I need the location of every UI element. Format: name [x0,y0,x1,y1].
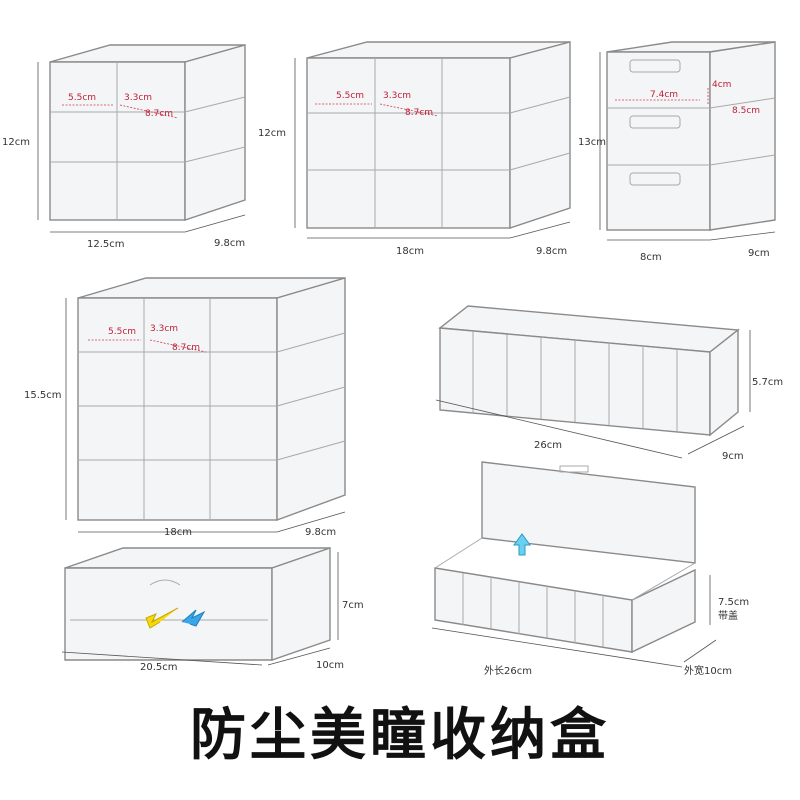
p6-height-label: 7cm [342,600,364,611]
p4-width-label: 18cm [164,527,192,538]
p2-depth-label: 9.8cm [536,246,567,257]
p1-inner-depth-label: 8.7cm [145,109,173,119]
p4-inner-height-label: 3.3cm [150,324,178,334]
p2-inner-width-label: 5.5cm [336,91,364,101]
p6-width-label: 20.5cm [140,662,178,673]
p3-inner-height-label: 4cm [712,80,731,90]
p4-inner-width-label: 5.5cm [108,327,136,337]
p1-width-label: 12.5cm [87,239,125,250]
p1-inner-width-label: 5.5cm [68,93,96,103]
p5-width-label: 26cm [534,440,562,451]
p6-depth-label: 10cm [316,660,344,671]
p2-width-label: 18cm [396,246,424,257]
product-drawer-2x3 [37,44,246,233]
p4-depth-label: 9.8cm [305,527,336,538]
p2-inner-height-label: 3.3cm [383,91,411,101]
arrow-yellow-icon [145,607,179,629]
p1-height-label: 12cm [2,137,30,148]
page-title: 防尘美瞳收纳盒 [190,703,610,768]
p3-height-label: 13cm [578,137,606,148]
p3-width-label: 8cm [640,252,662,263]
p1-inner-height-label: 3.3cm [124,93,152,103]
arrow-blue-icon [181,609,206,627]
p7-width-label: 外长26cm [484,665,532,677]
product-drawer-3x3 [294,41,571,239]
arrow-up-icon [513,533,531,556]
product-single-drawer [61,547,339,666]
p5-depth-label: 9cm [722,451,744,462]
p3-inner-width-label: 7.4cm [650,90,678,100]
p1-depth-label: 9.8cm [214,238,245,249]
p7-height-label: 7.5cm [718,597,749,608]
product-drawer-3x4 [65,277,346,533]
product-drawer-tower [599,41,776,241]
p2-inner-depth-label: 8.7cm [405,108,433,118]
p3-depth-label: 9cm [748,248,770,259]
p7-height-note: 带盖 [718,609,738,622]
p7-depth-label: 外宽10cm [684,664,732,677]
p5-height-label: 5.7cm [752,377,783,388]
product-divided-tray [435,305,751,459]
p3-inner-depth-label: 8.5cm [732,106,760,116]
product-lidded-box [431,461,717,668]
p4-inner-depth-label: 8.7cm [172,343,200,353]
p2-height-label: 12cm [258,128,286,139]
p4-height-label: 15.5cm [24,390,62,401]
